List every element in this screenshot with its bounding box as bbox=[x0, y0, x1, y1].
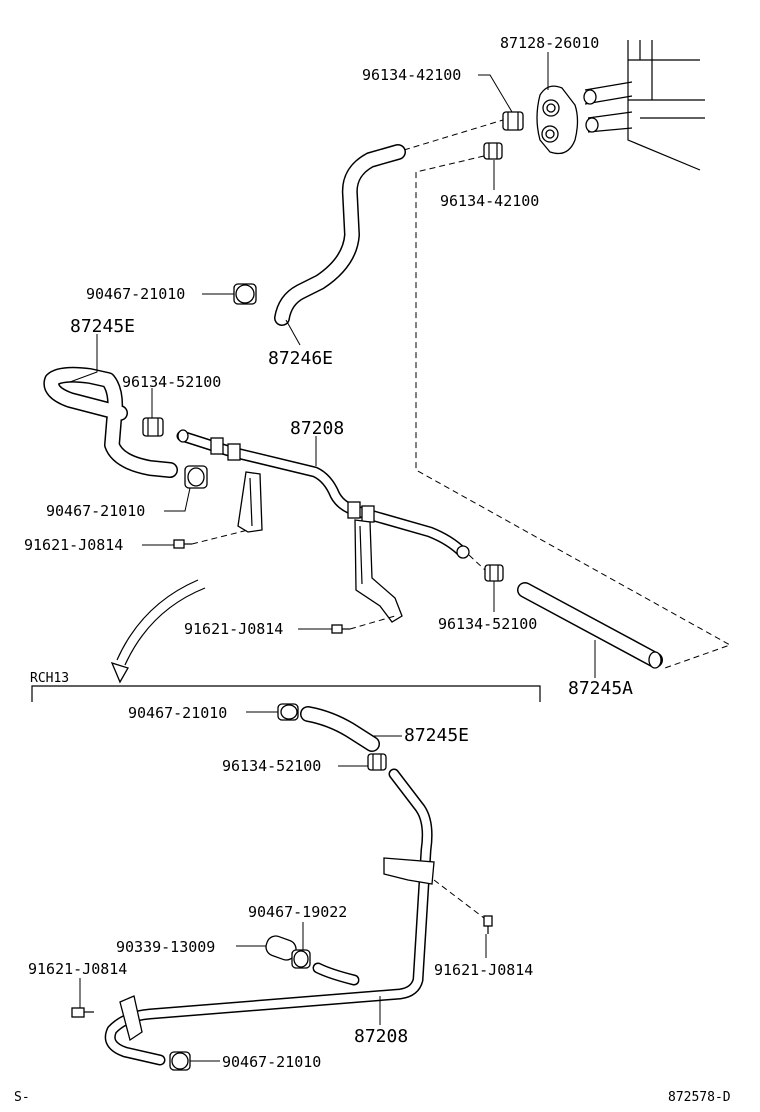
label-91621-j0814-d: 91621-J0814 bbox=[434, 961, 533, 979]
heater-core-gasket-plate bbox=[536, 85, 579, 155]
hose-clamp-upper-1 bbox=[502, 111, 524, 131]
hose-clamp-96134-52100-inset bbox=[367, 753, 387, 771]
label-91621-j0814-c: 91621-J0814 bbox=[28, 960, 127, 978]
label-87245e-b: 87245E bbox=[404, 725, 469, 746]
dashed-link-long bbox=[415, 155, 732, 669]
heater-core bbox=[583, 40, 705, 171]
label-96134-42100-a: 96134-42100 bbox=[362, 66, 461, 84]
bolt-91621-j0814-inset-left bbox=[71, 1007, 94, 1018]
curved-arrow-to-inset bbox=[110, 579, 206, 684]
label-90467-21010-d: 90467-21010 bbox=[222, 1053, 321, 1071]
dashed-link-right-clamp bbox=[468, 554, 486, 571]
bolt-91621-j0814-upper-left bbox=[173, 539, 192, 549]
dashed-bolt-2 bbox=[349, 615, 396, 630]
hose-87245a bbox=[517, 582, 663, 669]
label-87128-26010: 87128-26010 bbox=[500, 34, 599, 52]
label-rch13: RCH13 bbox=[30, 671, 69, 686]
label-91621-j0814-b: 91621-J0814 bbox=[184, 620, 283, 638]
label-90467-19022: 90467-19022 bbox=[248, 903, 347, 921]
leader-lines bbox=[69, 52, 596, 1062]
label-90339-13009: 90339-13009 bbox=[116, 938, 215, 956]
label-96134-42100-b: 96134-42100 bbox=[440, 192, 539, 210]
label-87245a: 87245A bbox=[568, 678, 633, 699]
hose-clamp-90467-21010-left bbox=[184, 465, 208, 489]
bolt-91621-j0814-upper-right bbox=[331, 624, 350, 634]
hose-87245e-inset bbox=[300, 706, 380, 752]
pipe-87208-upper bbox=[176, 429, 470, 623]
dashed-bolt-3 bbox=[433, 879, 485, 919]
label-87208-a: 87208 bbox=[290, 418, 344, 439]
label-87246e: 87246E bbox=[268, 348, 333, 369]
label-96134-52100-b: 96134-52100 bbox=[438, 615, 537, 633]
hose-87246e bbox=[274, 144, 406, 326]
hose-clamp-90467-21010-inset-top bbox=[277, 703, 299, 721]
pipe-87208-inset bbox=[104, 768, 435, 1066]
hose-clamp-upper-2 bbox=[483, 142, 503, 160]
hose-clamp-96134-52100-right bbox=[484, 564, 504, 582]
dashed-link-upper bbox=[403, 119, 504, 151]
hose-clamp-96134-52100-left bbox=[142, 417, 164, 437]
bolt-91621-j0814-inset-right bbox=[483, 915, 493, 934]
label-90467-21010-c: 90467-21010 bbox=[128, 704, 227, 722]
label-91621-j0814-a: 91621-J0814 bbox=[24, 536, 123, 554]
label-96134-52100-a: 96134-52100 bbox=[122, 373, 221, 391]
corner-mark: S- bbox=[14, 1090, 30, 1105]
inset-frame bbox=[31, 685, 541, 702]
hose-clamp-90467-21010-inset-bottom bbox=[169, 1051, 191, 1071]
label-90467-21010-b: 90467-21010 bbox=[46, 502, 145, 520]
dashed-bolt-1 bbox=[191, 529, 249, 545]
label-87245e-a: 87245E bbox=[70, 316, 135, 337]
label-87208-b: 87208 bbox=[354, 1026, 408, 1047]
label-90467-21010-a: 90467-21010 bbox=[86, 285, 185, 303]
hose-clamp-90467-19022 bbox=[291, 949, 311, 969]
diagram-id: 872578-D bbox=[668, 1090, 731, 1105]
hose-clamp-90467-21010-upper bbox=[233, 283, 257, 305]
label-96134-52100-c: 96134-52100 bbox=[222, 757, 321, 775]
hose-87245e-left bbox=[43, 366, 178, 478]
